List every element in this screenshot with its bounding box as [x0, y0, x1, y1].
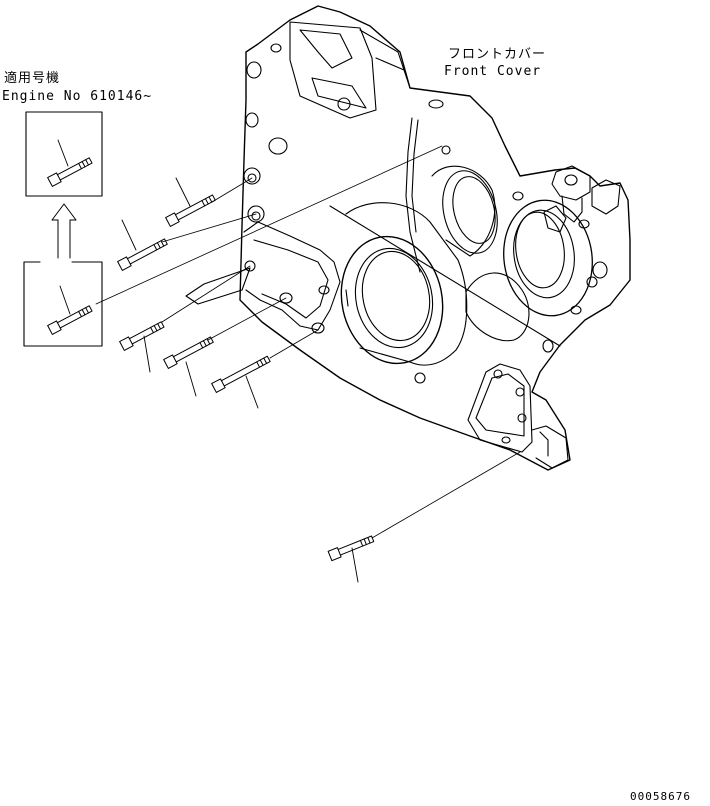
new-bolt: [47, 157, 93, 187]
applicability-label-en: Engine No 610146~: [2, 89, 153, 104]
front-cover-part: [185, 5, 631, 471]
drawing-number: 00058676: [630, 790, 691, 803]
bolt: [117, 238, 168, 271]
bolt: [211, 355, 271, 393]
part-label-jp: フロントカバー: [448, 47, 547, 62]
bolts: [117, 194, 375, 562]
assembly-lines: [95, 145, 521, 539]
leader-lines: [121, 177, 359, 583]
bolt: [165, 194, 216, 227]
new-bolt-box: [25, 111, 103, 197]
old-bolt: [47, 305, 93, 335]
applicability-label-jp: 適用号機: [4, 71, 61, 86]
part-label-en: Front Cover: [444, 64, 542, 79]
bolt: [119, 321, 165, 351]
bolt: [163, 336, 214, 369]
old-bolt-box: [23, 261, 103, 347]
bolt: [327, 535, 375, 562]
arrow-up-icon: [51, 203, 77, 259]
applicability-inset: [23, 111, 103, 347]
